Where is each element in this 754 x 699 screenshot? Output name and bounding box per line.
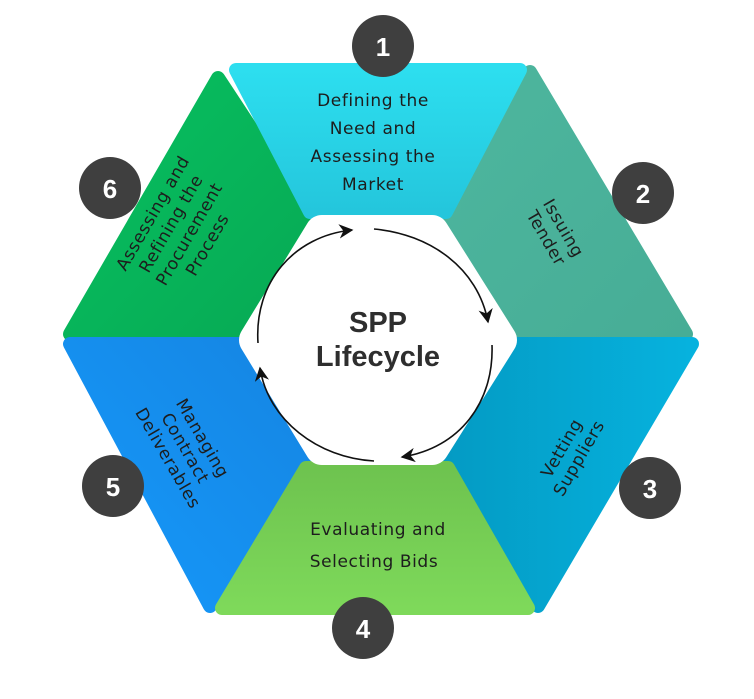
svg-text:5: 5 xyxy=(106,472,120,502)
badge-circle xyxy=(79,157,141,219)
segment-1-shape xyxy=(229,63,527,219)
cycle-arrow-bottom-left xyxy=(254,366,375,462)
step-badge-4: 4 xyxy=(332,597,394,659)
badge-circle xyxy=(352,15,414,77)
svg-text:Evaluating and: Evaluating and xyxy=(310,520,446,540)
svg-text:4: 4 xyxy=(356,614,371,644)
svg-text:Need and: Need and xyxy=(330,119,417,139)
cycle-arrow-bottom-right xyxy=(400,344,493,463)
cycle-arrow-top-left xyxy=(257,224,354,344)
svg-text:1: 1 xyxy=(376,32,390,62)
svg-text:Selecting Bids: Selecting Bids xyxy=(310,552,439,572)
center-title-line2: Lifecycle xyxy=(316,341,440,373)
step-badge-2: 2 xyxy=(612,162,674,224)
svg-text:6: 6 xyxy=(103,174,117,204)
badge-circle xyxy=(612,162,674,224)
badge-circle xyxy=(82,455,144,517)
center-hexagon xyxy=(239,215,517,465)
svg-text:Market: Market xyxy=(342,175,404,195)
badge-circle xyxy=(332,597,394,659)
center-title-line1: SPP xyxy=(349,307,407,339)
badge-circle xyxy=(619,457,681,519)
svg-text:3: 3 xyxy=(643,474,657,504)
segment-6-shape xyxy=(63,71,317,341)
cycle-arrows xyxy=(254,224,493,463)
step-badge-5: 5 xyxy=(82,455,144,517)
step-badge-6: 6 xyxy=(79,157,141,219)
segment-3-shape xyxy=(441,337,699,613)
step-badge-3: 3 xyxy=(619,457,681,519)
svg-text:2: 2 xyxy=(636,179,650,209)
segment-4-label: Evaluating and Selecting Bids xyxy=(310,520,446,572)
segment-4-shape xyxy=(215,461,535,615)
svg-text:Defining the: Defining the xyxy=(317,91,429,111)
segment-1-label: Defining the Need and Assessing the Mark… xyxy=(311,91,436,195)
step-badge-1: 1 xyxy=(352,15,414,77)
cycle-arrow-top-right xyxy=(373,228,493,324)
svg-text:Assessing the: Assessing the xyxy=(311,147,436,167)
